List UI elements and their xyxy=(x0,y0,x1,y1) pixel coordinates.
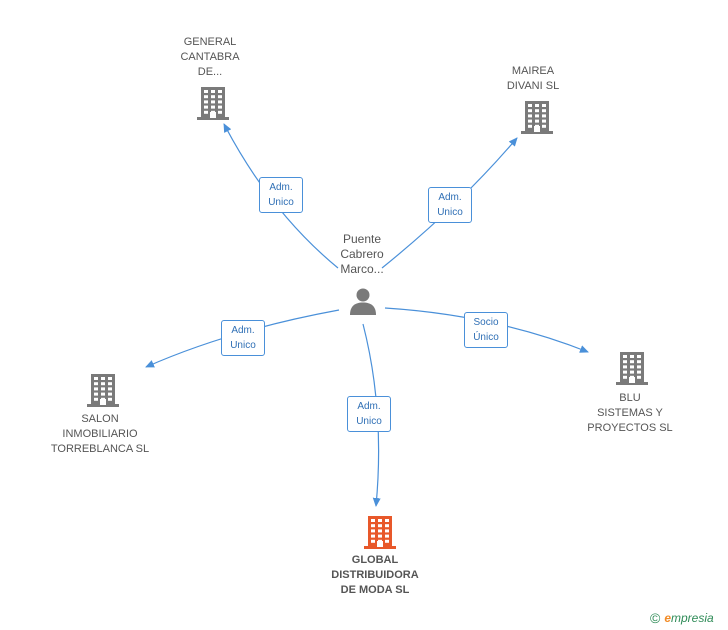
brand-logo[interactable]: empresia xyxy=(664,611,714,625)
person-icon[interactable] xyxy=(348,286,378,316)
edge-label: Adm. Unico xyxy=(221,320,265,356)
edge-label: Adm. Unico xyxy=(259,177,303,213)
company-label: GLOBAL DISTRIBUIDORA DE MODA SL xyxy=(331,554,419,596)
company-label: SALON INMOBILIARIO TORREBLANCA SL xyxy=(50,413,150,455)
company-label: MAIREA DIVANI SL xyxy=(506,65,560,92)
building-icon xyxy=(521,101,553,134)
edge-label: Socio Único xyxy=(464,312,508,348)
company-label: BLU SISTEMAS Y PROYECTOS SL xyxy=(587,392,673,434)
building-icon xyxy=(364,516,396,549)
building-icon xyxy=(616,352,648,385)
footer-brand: © empresia xyxy=(650,610,714,626)
person-label[interactable]: Puente Cabrero Marco... xyxy=(340,232,384,276)
edge-label: Adm. Unico xyxy=(347,396,391,432)
company-label: GENERAL CANTABRA DE... xyxy=(180,36,240,78)
edge-label: Adm. Unico xyxy=(428,187,472,223)
building-icon xyxy=(197,87,229,120)
copyright-icon: © xyxy=(650,610,661,626)
building-icon xyxy=(87,374,119,407)
